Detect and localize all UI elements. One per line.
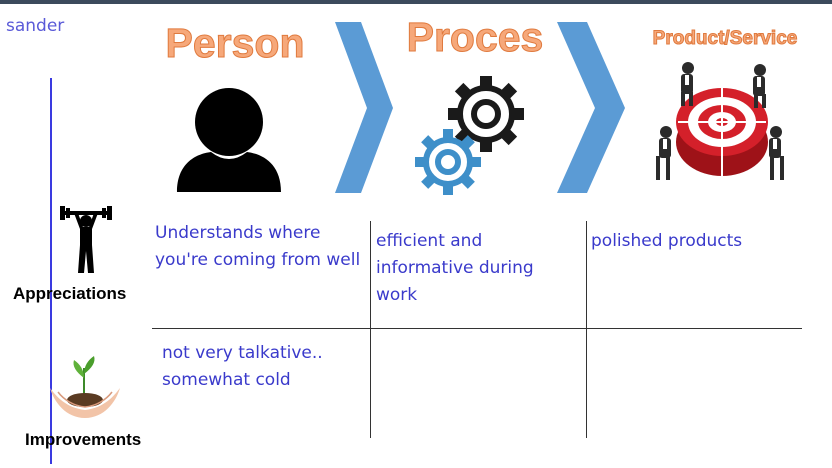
gears-icon [415, 76, 524, 195]
cell-appreciations-person: Understands where you're coming from wel… [155, 223, 361, 270]
row-label-appreciations: Appreciations [13, 284, 127, 303]
row-label-improvements: Improvements [25, 430, 142, 449]
chevron-arrow-icon [557, 22, 625, 193]
grid-divider-vertical-1 [370, 221, 371, 438]
grid-divider-horizontal [152, 328, 802, 329]
weightlifter-icon [60, 206, 112, 273]
stage-title-product: Product/Service [652, 28, 798, 50]
plant-in-hands-icon [50, 356, 120, 418]
target-team-icon [656, 62, 784, 180]
cell-appreciations-proces: efficient and informative during work [376, 231, 534, 305]
top-bar [0, 0, 832, 4]
person-silhouette-icon [177, 88, 281, 192]
grid-divider-vertical-2 [586, 221, 587, 438]
stage-title-proces: Proces [406, 14, 544, 61]
author-name: sander [6, 16, 65, 36]
cell-improvements-person: not very talkative.. somewhat cold [162, 343, 323, 390]
left-divider-line [50, 78, 52, 464]
stage-title-person: Person [165, 20, 305, 67]
chevron-arrow-icon [335, 22, 393, 193]
cell-appreciations-product: polished products [591, 231, 743, 251]
